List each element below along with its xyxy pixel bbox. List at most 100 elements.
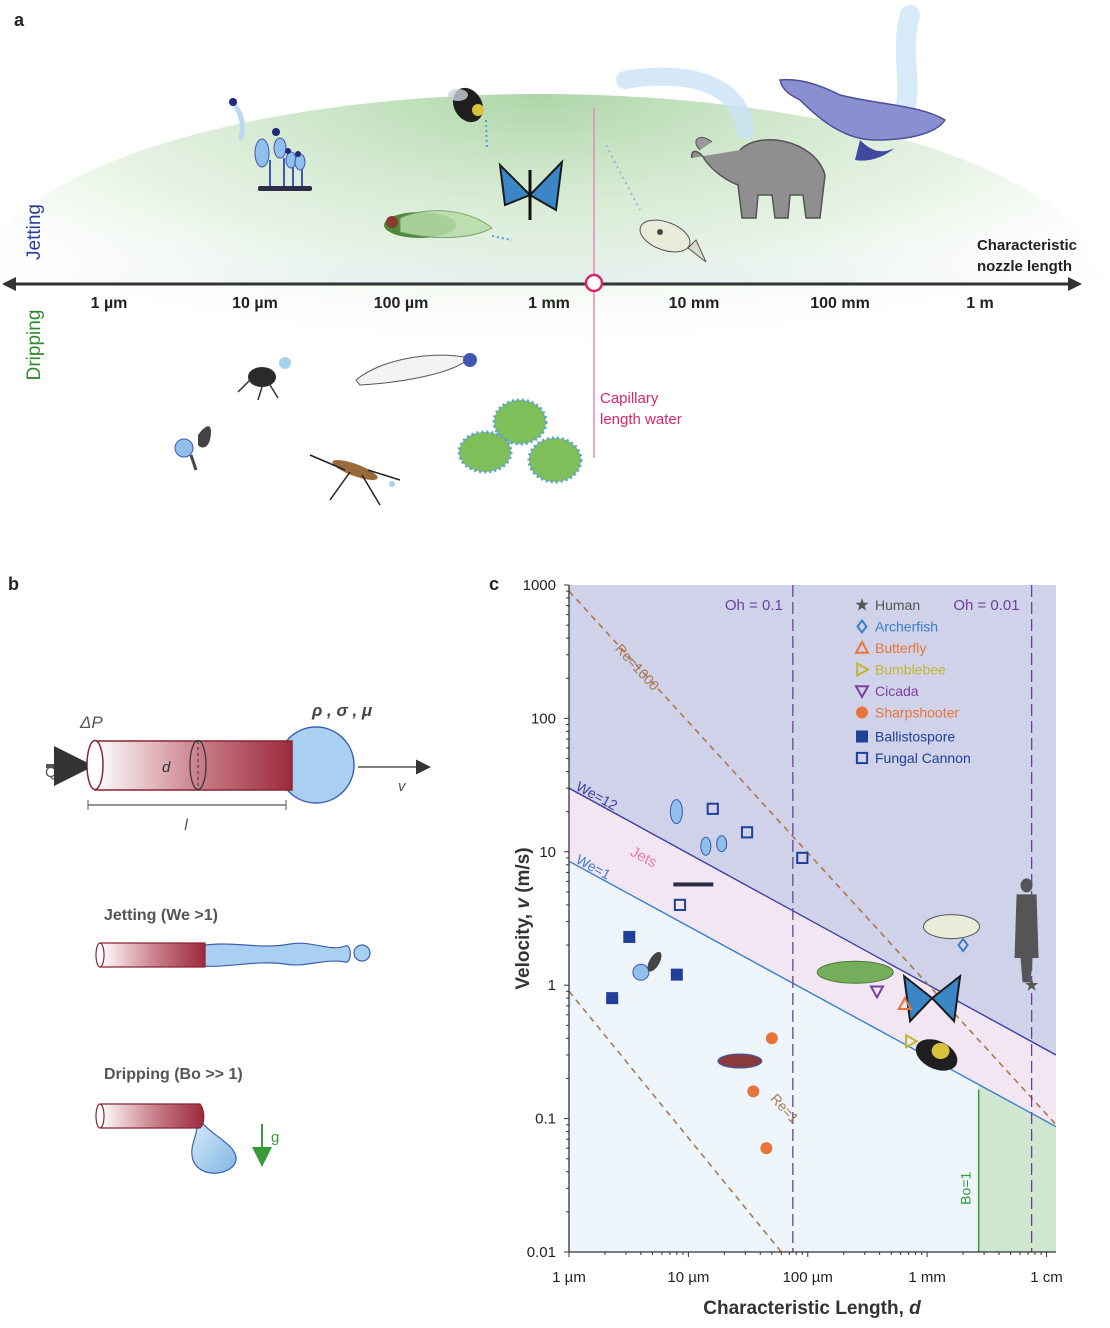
point-butterfly-0 [897,996,913,1011]
y-axis-title-variable: v [513,897,534,909]
fungal-cannon-icon [673,882,714,887]
tick-1m: 1 m [966,295,994,312]
data-points [606,802,1039,1155]
human-icon-head [1020,878,1033,893]
legend-label-cicada: Cicada [875,683,919,699]
capillary-length-marker [584,273,604,293]
axis-title-line2: nozzle length [977,258,1072,275]
tick-10mm: 10 mm [669,295,720,312]
legend-marker-butterfly [854,639,870,654]
point-ballistospore-2 [670,968,683,981]
ballistospore-icon-body [647,951,662,972]
butterfly-illustration [498,159,564,220]
tick-1mm: 1 mm [528,295,570,312]
y-tick-label-100: 100 [531,710,556,727]
jetting-label: Jetting [24,204,45,260]
legend-label-ballistospore: Ballistospore [875,729,955,745]
capillary-label-line2: length water [600,411,682,428]
capillary-label-line1: Capillary [600,390,659,407]
point-sharpshooter-2 [760,1142,773,1155]
jet-stream [199,942,351,967]
dripping-title: Dripping (Bo >> 1) [104,1066,243,1083]
jetting-title: Jetting (We >1) [104,907,218,924]
aphid-illustration [237,357,291,401]
y-tick-label-1000: 1000 [523,577,556,594]
legend-label-sharpshooter: Sharpshooter [875,705,959,721]
line-re-1 [569,990,782,1252]
human-icon-body [1014,894,1039,983]
strawberry-leaf-illustration [457,398,583,484]
point-ballistospore-1 [623,930,636,943]
dripping-label: Dripping [24,310,45,381]
label-oh-0-1: Oh = 0.1 [725,597,783,614]
point-human-0 [1025,978,1039,991]
line-we-12 [569,787,1056,1056]
legend-marker-fungal-cannon [855,751,869,765]
x-tick-label-3: 1 mm [908,1269,946,1286]
legend-label-butterfly: Butterfly [875,640,926,656]
legend-marker-human [855,598,869,611]
y-tick-label-0-1: 0.1 [535,1111,556,1128]
cicada-illustration [384,210,513,241]
point-fungal-cannon-2 [740,826,754,839]
point-sharpshooter-1 [747,1085,760,1098]
axis-tick-labels: 1 µm 10 µm 100 µm 1 mm 10 mm 100 mm 1 m [91,295,994,312]
fungal-cannon-icon-spore3 [716,835,728,853]
axis-arrow-left [2,277,16,291]
point-fungal-cannon-3 [796,851,809,865]
bo-label: Bo=1 [958,1172,974,1205]
y-axis-title-suffix: (m/s) [513,847,534,898]
panel-a-label: a [14,10,25,30]
fungal-cannon-illustration [229,98,312,191]
panel-a: a Jetting Dripping Characteristic nozzle… [0,5,1110,524]
region-below-we1 [569,861,1056,1252]
line-we-1 [569,860,1056,1128]
mosquito-illustration [309,454,401,506]
butterfly-icon [902,973,962,1024]
panel-b-label: b [8,574,19,594]
point-ballistospore-0 [606,992,619,1005]
ballistospore-icon [632,963,650,981]
bumblebee-illustration [448,87,488,151]
y-tick-label-10: 10 [539,844,556,861]
legend-label-archerfish: Archerfish [875,619,938,635]
point-sharpshooter-0 [765,1032,778,1045]
panel-b: b ΔP Q d l ρ , σ , μ v Jetting (We >1) D… [8,574,431,1174]
label-oh-0-01: Oh = 0.01 [953,597,1019,614]
legend-label-fungal-cannon: Fungal Cannon [875,750,971,766]
point-fungal-cannon-0 [673,898,687,911]
tick-10um: 10 µm [232,295,278,312]
x-tick-label-2: 100 µm [783,1269,833,1286]
elephant-illustration [616,67,826,219]
fungal-cannon-icon-spore [669,799,683,825]
legend-marker-ballistospore [856,730,868,743]
dripping-tube [99,1103,205,1129]
gravity-label: g [271,1129,279,1146]
fluid-properties-label: ρ , σ , μ [311,701,373,720]
x-axis-title-variable: d [909,1298,921,1319]
x-axis-title-text: Characteristic Length, [703,1298,909,1319]
y-tick-label-1: 1 [548,977,556,994]
fungal-cannon-icon-spore2 [700,836,712,856]
legend: HumanArcherfishButterflyBumblebeeCicadaS… [854,597,971,766]
point-bumblebee-0 [905,1033,919,1049]
nozzle-tube [94,740,293,791]
point-archerfish-0 [957,937,969,953]
axis-arrow-right [1068,277,1082,291]
archerfish-icon [923,914,981,940]
pressure-label: ΔP [79,713,103,732]
jetting-tube [99,942,206,968]
x-tick-label-4: 1 cm [1030,1269,1063,1286]
x-axis-title: Characteristic Length, d [703,1298,921,1319]
point-cicada-0 [869,985,885,1000]
jet-droplet [353,944,371,962]
y-axis-title: Velocity, v (m/s) [513,847,534,989]
sharpshooter-illustration [355,353,477,386]
region-bo [978,1084,1056,1252]
nozzle-inlet [86,739,104,791]
legend-marker-cicada [854,685,870,700]
tick-100um: 100 µm [374,295,429,312]
